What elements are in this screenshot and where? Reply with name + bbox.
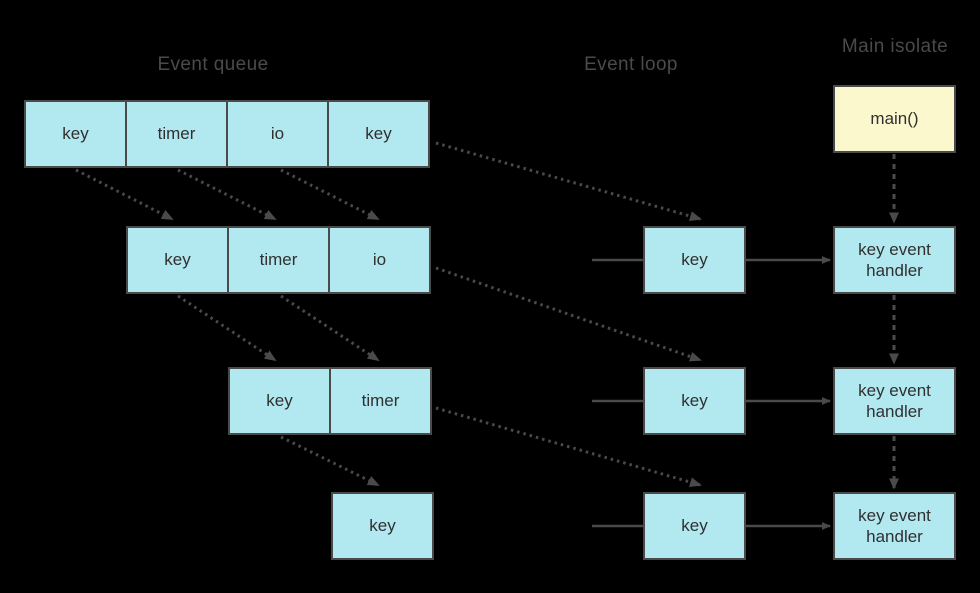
queue-cell-r2-c2: timer [227,226,330,294]
key-event-handler-box-1: key event handler [833,226,956,294]
queue-to-queue-arrows [75,168,380,487]
queue-cell-r1-c2: timer [125,100,228,168]
key-event-handler-box-2: key event handler [833,367,956,435]
queue-cell-r3-c1: key [228,367,331,435]
main-function-box: main() [833,85,956,153]
loop-inbound-lines [592,258,643,528]
loop-to-handler-arrows [746,256,831,530]
queue-cell-r4-c1: key [331,492,434,560]
queue-cell-r2-c3: io [328,226,431,294]
key-event-handler-box-3: key event handler [833,492,956,560]
event-loop-box-1: key [643,226,746,294]
column-label-1: Event queue [157,54,269,75]
queue-cell-r3-c2: timer [329,367,432,435]
column-label-2: Event loop [584,54,678,75]
queue-cell-r1-c4: key [327,100,430,168]
queue-cell-r2-c1: key [126,226,229,294]
column-label-3: Main isolate [841,36,949,57]
event-loop-box-3: key [643,492,746,560]
event-loop-box-2: key [643,367,746,435]
queue-cell-r1-c3: io [226,100,329,168]
queue-cell-r1-c1: key [24,100,127,168]
